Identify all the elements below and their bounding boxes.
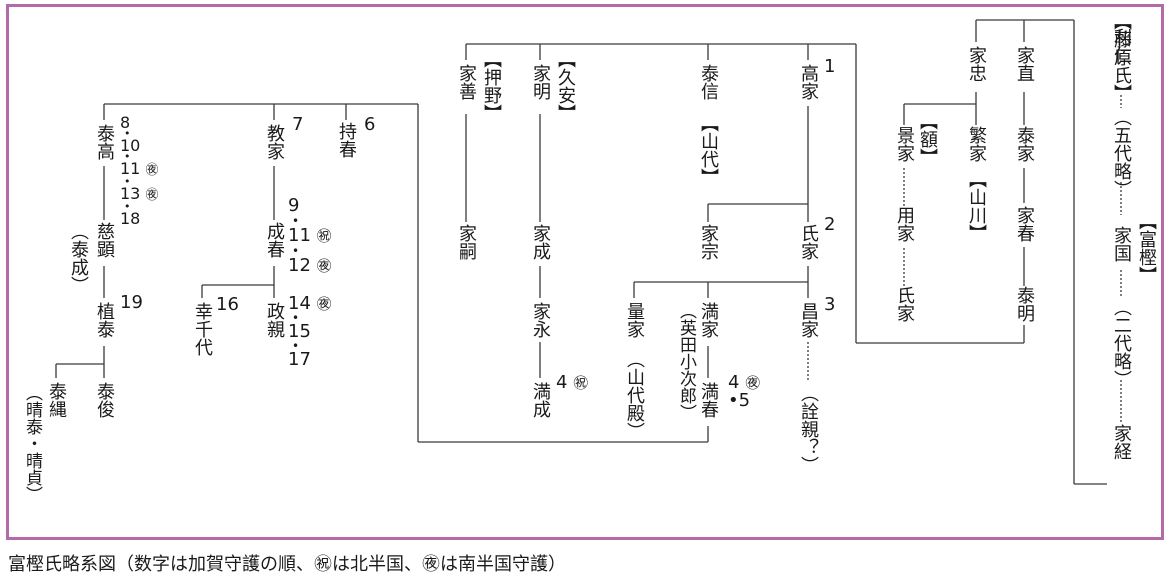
south-mark: ㊰ (316, 257, 332, 275)
number-15: 15 (288, 321, 311, 342)
person-noriie: 教家 (264, 124, 285, 160)
number-12: 12 (288, 255, 311, 276)
numbers-8-10-11-13-18: 8 • 10 • 11 ㊰ • 13 ㊰ • 18 (120, 113, 158, 228)
bullet: • (124, 175, 131, 188)
number-9: 9 (288, 195, 300, 216)
person-ienari: 家成 (530, 224, 551, 260)
person-akichika: （詮親？） (798, 384, 819, 474)
person-taimei: 泰明 (1014, 286, 1035, 322)
person-yamashiro-dono: （山代殿） (624, 350, 645, 440)
number-11: 11 (288, 225, 311, 246)
diagram-caption: 富樫氏略系図（数字は加賀守護の順、㊗は北半国、㊰は南半国守護） (8, 554, 566, 575)
clan-togashi: 【富樫】 (1136, 212, 1157, 284)
person-ienao: 家直 (1014, 46, 1035, 82)
person-ietsugu: 家嗣 (456, 224, 477, 260)
person-ieharu: 家春 (1014, 206, 1035, 242)
person-iekyo: 家経 (1111, 424, 1132, 460)
person-yasutsuna: 泰縄 (46, 382, 67, 418)
person-ujiie: 氏家 (798, 224, 819, 260)
person-mochiharu: 持春 (336, 122, 357, 158)
number-18: 18 (120, 209, 141, 228)
diagram-frame (6, 4, 1164, 540)
person-ujiie-nuka: 氏家 (894, 286, 915, 322)
person-haruyasu: （晴泰・晴貞） (22, 384, 42, 503)
person-eida: （英田小次郎） (676, 302, 696, 421)
number-1: 1 (824, 56, 836, 77)
number-4-5: 4 ㊰ •5 (728, 372, 762, 411)
numbers-14-15-17: 14 ㊰ • 15 • 17 (288, 293, 332, 370)
clan-oshino: 【押野】 (481, 50, 502, 122)
person-yasuie: 泰家 (1014, 126, 1035, 162)
number-16: 16 (216, 294, 239, 315)
clan-fujiwara: 【藤原氏】 (1111, 12, 1132, 102)
north-mark: ㊗ (316, 227, 332, 245)
omitted-five-generations: （五代略） (1111, 108, 1132, 198)
south-mark: ㊰ (145, 188, 159, 203)
person-ieaki: 家明 (530, 64, 551, 100)
person-mitsuharu: 満春 (698, 382, 719, 418)
number-4-north: 4 ㊗ (556, 374, 588, 392)
bullet: • (292, 214, 300, 228)
number-4: 4 (556, 372, 568, 393)
person-kochiyo: 幸千代 (192, 302, 213, 356)
number-4: 4 (728, 372, 740, 393)
number-2: 2 (824, 214, 836, 235)
person-takaie: 高家 (798, 64, 819, 100)
person-iekuni: 家国 (1111, 226, 1132, 262)
person-mitsunari: 満成 (530, 382, 551, 418)
number-6: 6 (364, 114, 376, 135)
person-yasutoshi: 泰俊 (94, 382, 115, 418)
number-14: 14 (288, 293, 311, 314)
south-mark: ㊰ (745, 374, 761, 392)
person-iezen: 家善 (456, 64, 477, 100)
person-masaie: 昌家 (798, 302, 819, 338)
person-tanetai: 植泰 (94, 302, 115, 338)
numbers-9-11-12: 9 • 11 ㊗ • 12 ㊰ (288, 195, 332, 276)
person-iemune: 家宗 (698, 224, 719, 260)
number-17: 17 (288, 349, 311, 370)
bullet: • (124, 127, 131, 140)
bullet: • (292, 244, 300, 258)
person-youka: 用家 (894, 206, 915, 242)
person-yasunari: （泰成） (68, 222, 89, 294)
person-shigeie: 繁家 (966, 126, 987, 162)
number-7: 7 (292, 114, 304, 135)
bullet: • (124, 150, 131, 163)
clan-yamashiro: 【山代】 (698, 114, 719, 186)
number-8: 8 (120, 113, 131, 132)
north-mark: ㊗ (573, 374, 589, 392)
bullet: • (292, 311, 300, 325)
bullet: • (124, 200, 131, 213)
person-kageie: 景家 (894, 126, 915, 162)
person-yasunobu: 泰信 (698, 64, 719, 100)
person-ietada: 家忠 (966, 46, 987, 82)
bullet: • (292, 339, 300, 353)
bullet: • (728, 390, 739, 411)
clan-yamakawa: 【山川】 (966, 170, 987, 242)
number-3: 3 (824, 294, 836, 315)
person-masachika: 政親 (264, 302, 285, 338)
number-11: 11 (120, 159, 141, 178)
south-mark: ㊰ (316, 295, 332, 313)
person-kouie: 量家 (624, 302, 645, 338)
person-jigen: 慈顕 (94, 222, 115, 258)
number-19: 19 (120, 292, 143, 313)
person-ienaga: 家永 (530, 302, 551, 338)
clan-nuka: 【額】 (917, 112, 938, 166)
number-10: 10 (120, 136, 141, 155)
clan-kuyasu: 【久安】 (555, 50, 576, 122)
number-5: 5 (738, 390, 751, 411)
person-shigeharu: 成春 (264, 222, 285, 258)
person-mitsuie: 満家 (698, 302, 719, 338)
person-yasutaka: 泰高 (94, 124, 115, 160)
omitted-two-generations: （二代略） (1111, 298, 1132, 388)
south-mark: ㊰ (145, 163, 159, 178)
number-13: 13 (120, 184, 141, 203)
person-toshihito: 利仁 (1111, 28, 1132, 64)
